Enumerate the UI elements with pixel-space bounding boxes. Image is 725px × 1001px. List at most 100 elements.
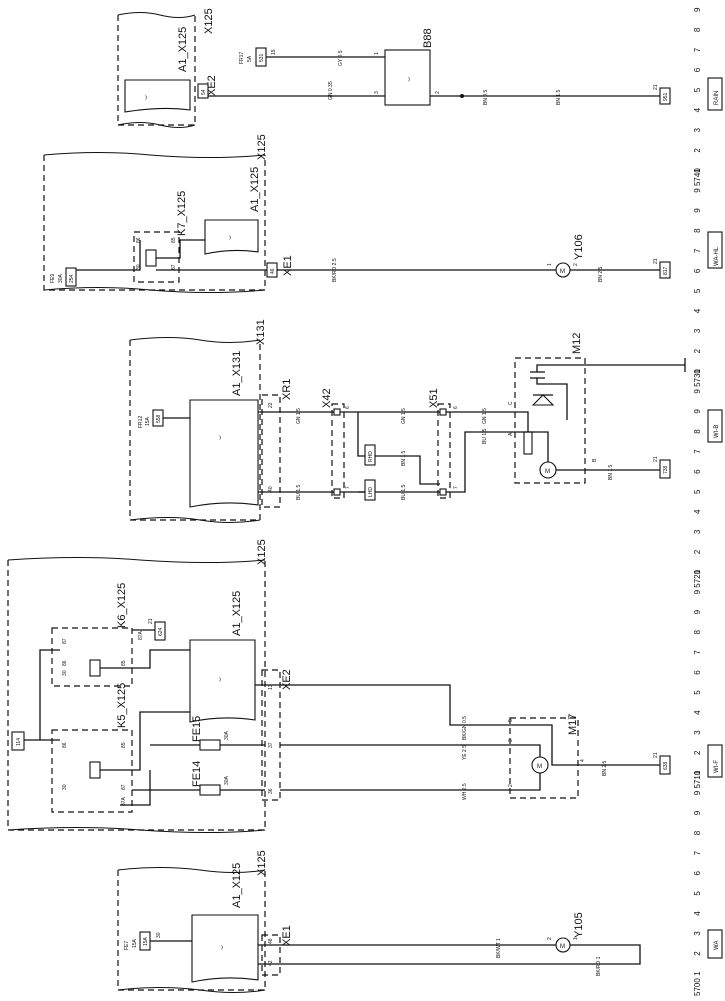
rain-section-code: RAIN — [714, 91, 720, 105]
scale-tick-label: 6 — [693, 268, 702, 273]
svg-text:⌣: ⌣ — [217, 945, 226, 950]
svg-text:⌣: ⌣ — [215, 435, 224, 440]
svg-text:2: 2 — [547, 937, 553, 940]
wib-section-code: WI-B — [714, 425, 720, 438]
svg-text:114: 114 — [16, 738, 22, 746]
scale-tick-label: 2 — [693, 549, 702, 554]
svg-text:5: 5 — [508, 719, 514, 722]
svg-text:21: 21 — [653, 456, 659, 462]
svg-text:30A: 30A — [224, 730, 230, 740]
rain-connector-label: XE2 — [206, 75, 218, 96]
svg-text:30: 30 — [156, 932, 162, 938]
wif-motor-m17-frame — [509, 717, 579, 799]
wif-relay-k5-frame — [51, 729, 133, 813]
wib-module-a1-x131 — [189, 399, 259, 508]
wahl-relay-k7 — [145, 249, 157, 267]
svg-text:21: 21 — [653, 258, 659, 264]
scale-tick-label: 9 5740 — [693, 168, 702, 193]
wif-module-a1-x125 — [189, 639, 256, 723]
svg-text:624: 624 — [158, 627, 164, 636]
svg-text:BN 1.5: BN 1.5 — [608, 464, 614, 480]
scale-tick-label: 3 — [693, 128, 702, 133]
svg-text:3: 3 — [374, 91, 380, 94]
scale-tick-label: 2 — [693, 951, 702, 956]
wif-k6-label: K6_X125 — [116, 583, 128, 628]
rain-connector-pin — [197, 83, 209, 99]
wahl-k7-label: K7_X125 — [176, 191, 188, 236]
svg-text:13: 13 — [268, 684, 274, 690]
svg-text:BU 1.5: BU 1.5 — [482, 428, 488, 444]
scale-tick-label: 9 5720 — [693, 569, 702, 594]
section-wa: X125 15A FE7 15A 30 A1_X125 ⌣ XE1 48 42 … — [117, 850, 723, 993]
svg-text:40: 40 — [268, 486, 274, 492]
wib-xr1-frame — [261, 394, 281, 508]
svg-text:B: B — [592, 458, 598, 462]
svg-text:30A: 30A — [58, 273, 64, 283]
wif-relay-k6 — [89, 659, 101, 677]
wif-xe2-frame — [261, 669, 281, 801]
wif-xe2-label: XE2 — [281, 669, 293, 690]
section-wi-f: X125 114 K6_X125 87 86 85 30 87A 624 21 … — [7, 539, 723, 833]
scale-tick-label: 9 5710 — [693, 770, 702, 795]
rain-ground-ref — [659, 87, 671, 105]
wib-x131-label: X131 — [255, 319, 267, 345]
svg-text:GN 1.5: GN 1.5 — [401, 408, 407, 424]
scale-tick-label: 5 — [693, 891, 702, 896]
svg-text:15A: 15A — [143, 936, 149, 946]
scale-tick-label: 7 — [693, 449, 702, 454]
svg-text:7: 7 — [453, 486, 459, 489]
wahl-module-a1-x125 — [204, 219, 259, 255]
section-wa-hl: X125 254 FE9 30A K7_X125 86 85 30 87 A1_… — [43, 134, 723, 293]
wib-section-code-box — [707, 409, 723, 443]
wahl-relay-k7-frame — [133, 231, 180, 283]
wif-fe15-label: FE15 — [191, 716, 203, 742]
svg-text:BN 0.5: BN 0.5 — [483, 89, 489, 105]
svg-text:48: 48 — [268, 938, 274, 944]
svg-text:⌣: ⌣ — [225, 235, 234, 240]
scale-tick-label: 9 — [693, 609, 702, 614]
scale-tick-label: 6 — [693, 67, 702, 72]
wa-section-code: WA — [714, 941, 720, 950]
rain-splice — [460, 94, 464, 98]
svg-text:GY 0.5: GY 0.5 — [338, 50, 344, 66]
scale-tick-label: 5 — [693, 288, 702, 293]
svg-text:46: 46 — [270, 268, 276, 274]
svg-text:M: M — [537, 764, 542, 770]
wahl-x125-label: X125 — [256, 134, 268, 160]
wib-module-label: A1_X131 — [231, 351, 243, 396]
svg-text:GN 1.5: GN 1.5 — [296, 408, 302, 424]
wa-motor-y105 — [555, 937, 571, 953]
svg-text:M: M — [560, 269, 565, 275]
svg-text:85: 85 — [121, 660, 127, 666]
svg-text:15A: 15A — [132, 938, 138, 948]
svg-text:⌣: ⌣ — [215, 677, 224, 682]
scale-tick-label: 6 — [693, 670, 702, 675]
rain-x125-label: X125 — [203, 8, 215, 34]
svg-text:BK/WT 1: BK/WT 1 — [496, 938, 502, 958]
scale-tick-label: 1 — [693, 369, 702, 374]
svg-text:FR12: FR12 — [138, 416, 144, 428]
svg-text:86: 86 — [136, 237, 142, 243]
svg-text:951: 951 — [663, 92, 669, 101]
svg-text:6: 6 — [345, 406, 351, 409]
section-wi-b: X131 558 FR12 15A A1_X131 ⌣ XR1 22 40 GN… — [129, 319, 723, 523]
scale-tick-label: 8 — [693, 228, 702, 233]
svg-text:42: 42 — [268, 960, 274, 966]
scale-tick-label: 4 — [693, 710, 702, 715]
svg-text:37: 37 — [268, 742, 274, 748]
svg-text:LHD: LHD — [368, 487, 374, 497]
scale-tick-label: 5 — [693, 489, 702, 494]
wif-fuse-fe15 — [199, 739, 221, 751]
svg-text:7: 7 — [345, 486, 351, 489]
wahl-motor-label: Y106 — [573, 234, 585, 260]
scale-tick-label: 9 — [693, 7, 702, 12]
wa-xe1-frame — [261, 934, 281, 976]
svg-text:⌣: ⌣ — [404, 77, 413, 82]
svg-text:15A: 15A — [145, 416, 151, 426]
wahl-ground-ref — [659, 261, 671, 279]
scale-tick-label: 3 — [693, 529, 702, 534]
svg-text:YE 2.5: YE 2.5 — [462, 745, 468, 760]
svg-text:5A: 5A — [247, 55, 253, 62]
svg-text:15: 15 — [271, 49, 277, 55]
